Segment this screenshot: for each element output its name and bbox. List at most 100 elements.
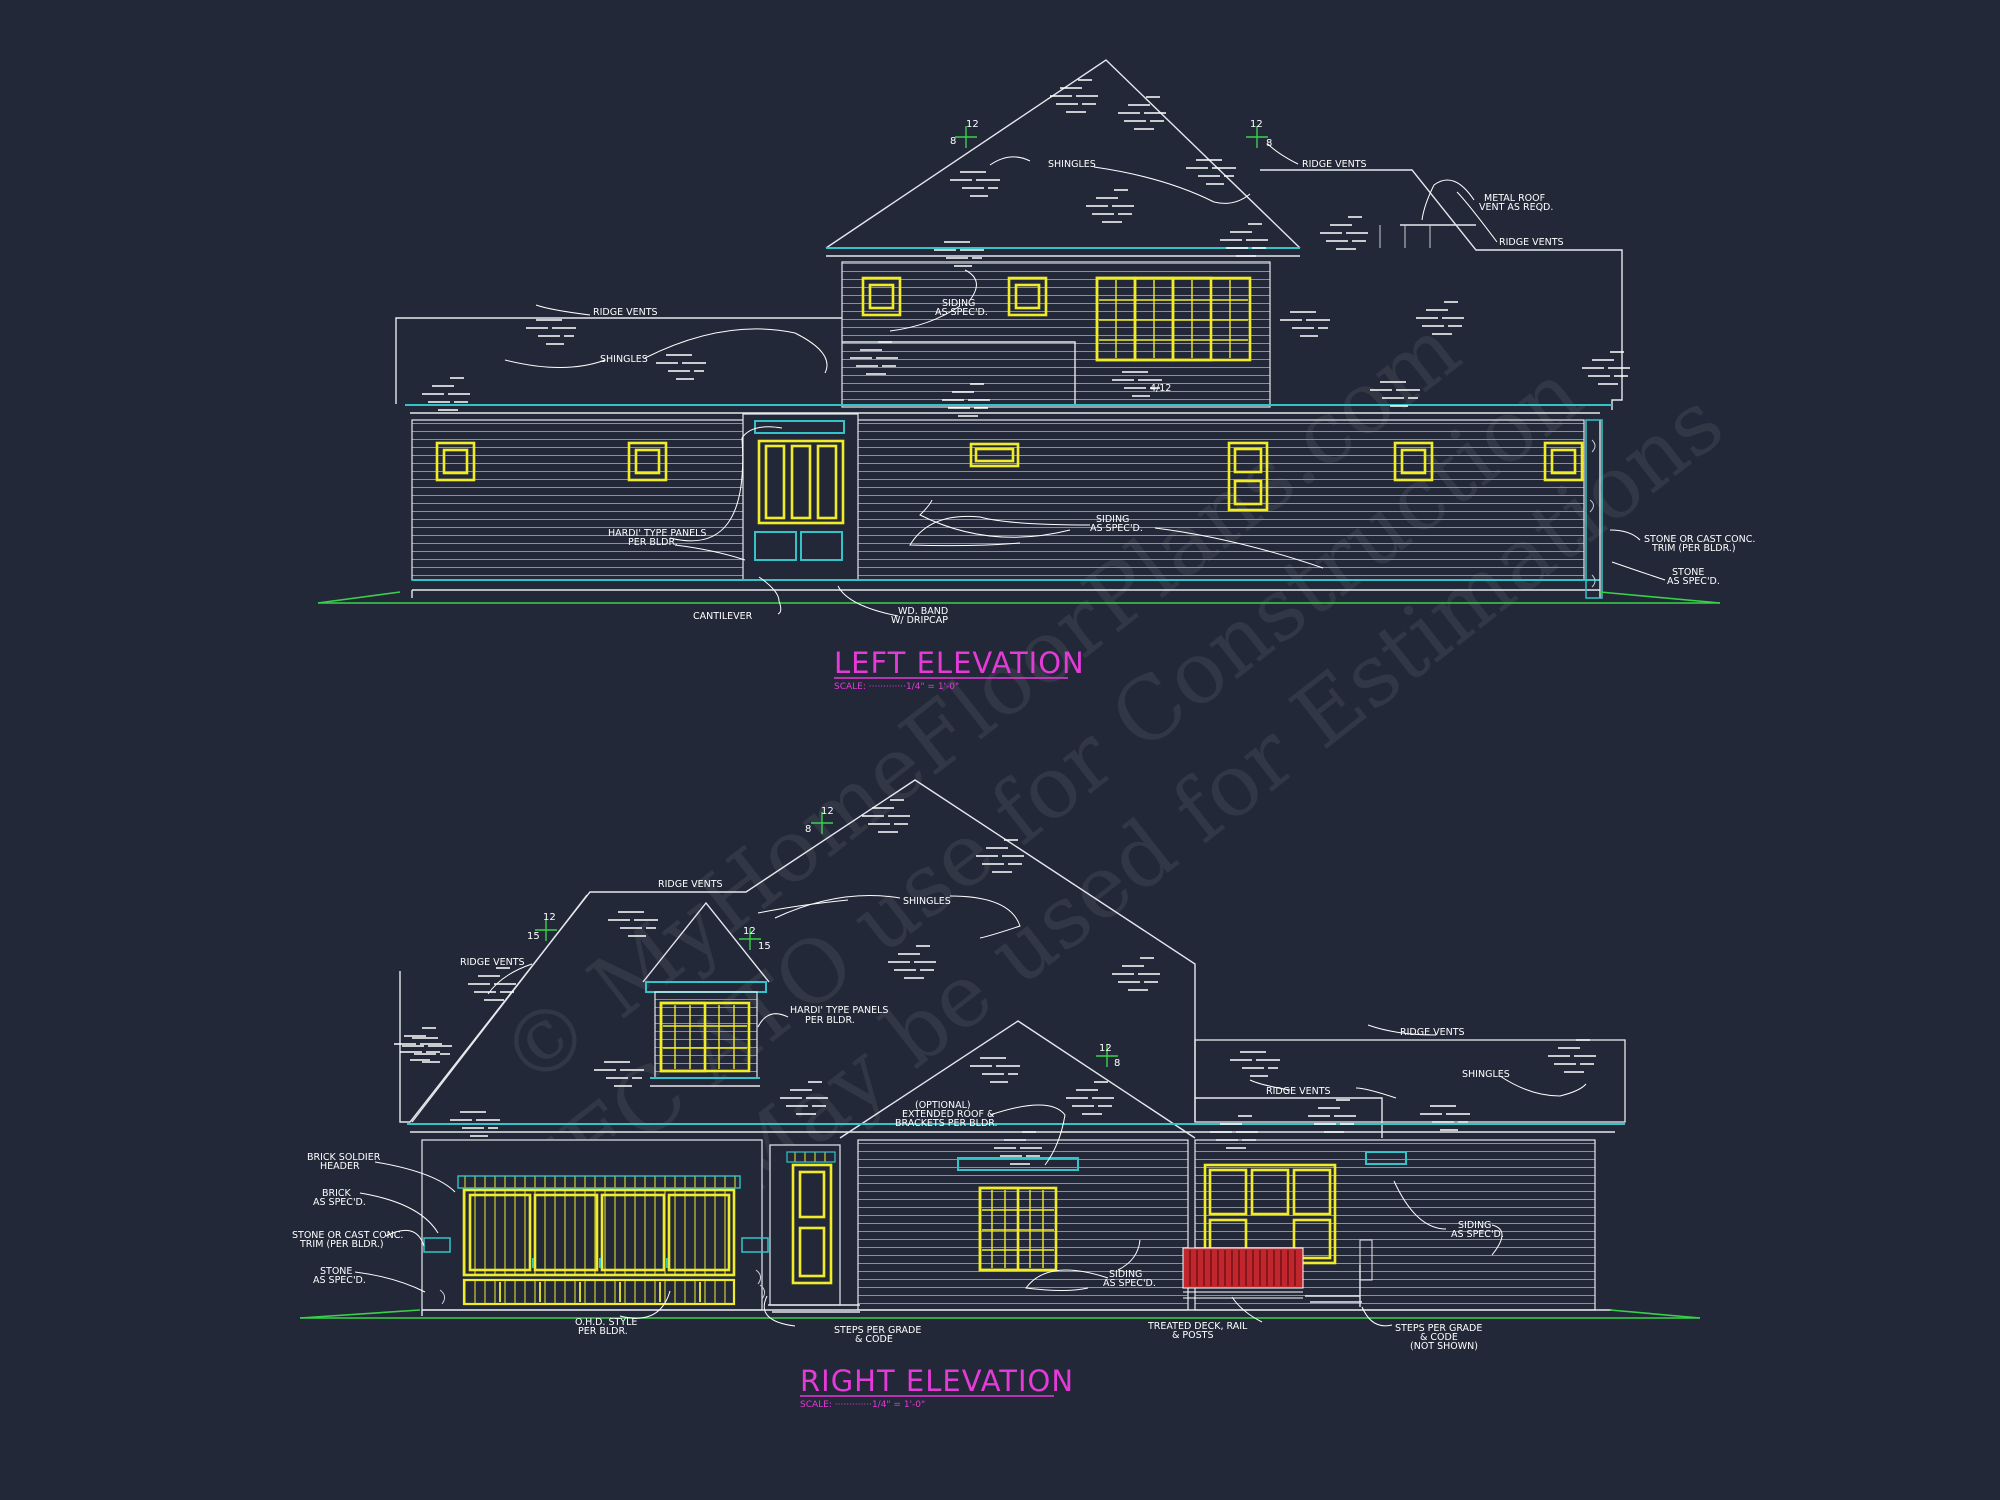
svg-text:TREATED DECK, RAIL: TREATED DECK, RAIL — [1147, 1321, 1248, 1332]
svg-text:& POSTS: & POSTS — [1172, 1330, 1214, 1341]
left-elevation-drawing: 12 8 12 8 4/12 — [317, 59, 1755, 692]
svg-text:& CODE: & CODE — [1420, 1332, 1458, 1343]
right-entry-section — [769, 1144, 841, 1306]
left-pitch-side: 12 8 — [1246, 119, 1272, 149]
right-deck-rail — [1182, 1247, 1304, 1299]
right-pitch-dormer: 12 15 — [739, 926, 771, 952]
right-middle-wall — [857, 1139, 1189, 1311]
right-entry-door — [791, 1163, 833, 1285]
left-upper-gable-roof — [825, 59, 1301, 249]
right-pitch-left: 12 15 — [527, 912, 557, 942]
right-leaders — [354, 895, 1587, 1327]
svg-text:STEPS PER GRADE: STEPS PER GRADE — [1395, 1323, 1482, 1334]
svg-text:AS SPEC'D.: AS SPEC'D. — [313, 1275, 366, 1286]
svg-text:8: 8 — [950, 136, 956, 147]
left-upper-window-1 — [861, 276, 902, 317]
svg-text:SHINGLES: SHINGLES — [600, 354, 648, 365]
svg-text:(OPTIONAL): (OPTIONAL) — [915, 1100, 971, 1111]
svg-text:12: 12 — [543, 912, 556, 923]
svg-text:15: 15 — [527, 931, 540, 942]
left-elevation-title: LEFT ELEVATION — [834, 646, 1085, 680]
right-pitch-main: 12 8 — [805, 806, 834, 835]
svg-text:BRICK: BRICK — [322, 1188, 352, 1199]
left-window-transom — [969, 442, 1020, 468]
svg-text:EXTENDED ROOF &: EXTENDED ROOF & — [902, 1109, 995, 1120]
svg-text:VENT AS REQD.: VENT AS REQD. — [1479, 202, 1553, 213]
svg-text:RIDGE VENTS: RIDGE VENTS — [1266, 1086, 1331, 1097]
svg-text:STONE: STONE — [320, 1266, 352, 1277]
right-pitch-gable: 12 8 — [1096, 1043, 1120, 1069]
left-cantilever-windows — [757, 439, 845, 525]
right-middle-window — [978, 1186, 1058, 1272]
right-main-roof — [399, 779, 1196, 1123]
svg-text:AS SPEC'D.: AS SPEC'D. — [313, 1197, 366, 1208]
svg-text:15: 15 — [758, 941, 771, 952]
svg-text:12: 12 — [743, 926, 756, 937]
svg-text:AS SPEC'D.: AS SPEC'D. — [1090, 523, 1143, 534]
right-elevation-scale: SCALE: ·············1/4" = 1'-0" — [800, 1400, 925, 1410]
svg-text:BRICK SOLDIER: BRICK SOLDIER — [307, 1152, 381, 1163]
svg-text:12: 12 — [1099, 1043, 1112, 1054]
svg-text:SIDING: SIDING — [1096, 514, 1129, 525]
left-main-wall — [411, 419, 1585, 581]
svg-text:STONE OR CAST CONC.: STONE OR CAST CONC. — [1644, 534, 1755, 545]
left-upper-window-bank — [1095, 276, 1252, 362]
right-garage-door — [462, 1188, 736, 1306]
left-upper-window-2 — [1007, 276, 1048, 317]
right-center-gable — [839, 1020, 1196, 1139]
svg-text:8: 8 — [805, 824, 811, 835]
svg-text:BRACKETS PER BLDR.: BRACKETS PER BLDR. — [895, 1118, 998, 1129]
svg-text:WD. BAND: WD. BAND — [898, 606, 948, 617]
svg-text:STEPS PER GRADE: STEPS PER GRADE — [834, 1325, 921, 1336]
svg-text:12: 12 — [966, 119, 979, 130]
svg-text:AS SPEC'D.: AS SPEC'D. — [1667, 576, 1720, 587]
left-window-1 — [435, 441, 476, 482]
right-deck-windows — [1203, 1163, 1337, 1265]
svg-text:TRIM (PER BLDR.): TRIM (PER BLDR.) — [1651, 543, 1736, 554]
left-lower-roof — [395, 317, 842, 404]
svg-text:RIDGE VENTS: RIDGE VENTS — [1302, 159, 1367, 170]
left-notes: SHINGLES RIDGE VENTS METAL ROOF VENT AS … — [593, 159, 1755, 626]
svg-text:RIDGE VENTS: RIDGE VENTS — [593, 307, 658, 318]
left-pitch-main: 12 8 — [950, 119, 979, 148]
svg-text:& CODE: & CODE — [855, 1334, 893, 1345]
left-right-roof — [1260, 169, 1623, 410]
left-pitch-low: 4/12 — [1150, 383, 1171, 394]
svg-text:STONE OR CAST CONC.: STONE OR CAST CONC. — [292, 1230, 403, 1241]
svg-text:SIDING: SIDING — [1458, 1220, 1491, 1231]
svg-text:AS SPEC'D.: AS SPEC'D. — [1103, 1278, 1156, 1289]
svg-text:SHINGLES: SHINGLES — [903, 896, 951, 907]
left-elevation-scale: SCALE: ·············1/4" = 1'-0" — [834, 682, 959, 692]
svg-text:HEADER: HEADER — [320, 1161, 360, 1172]
right-dormer-window — [659, 1001, 751, 1073]
svg-text:AS SPEC'D.: AS SPEC'D. — [1451, 1229, 1504, 1240]
left-window-6 — [1543, 441, 1584, 482]
svg-text:SHINGLES: SHINGLES — [1048, 159, 1096, 170]
svg-text:PER BLDR.: PER BLDR. — [805, 1015, 855, 1026]
left-upper-wall — [841, 261, 1271, 408]
right-garage-side-roof — [1194, 1039, 1626, 1123]
left-window-2 — [627, 441, 668, 482]
svg-text:HARDI' TYPE PANELS: HARDI' TYPE PANELS — [790, 1005, 888, 1016]
svg-text:PER BLDR.: PER BLDR. — [628, 537, 678, 548]
left-window-double-hung — [1227, 441, 1269, 512]
right-dormer-roof — [642, 901, 770, 983]
svg-text:METAL ROOF: METAL ROOF — [1484, 193, 1545, 204]
svg-text:HARDI' TYPE PANELS: HARDI' TYPE PANELS — [608, 528, 706, 539]
svg-text:(NOT SHOWN): (NOT SHOWN) — [1410, 1341, 1478, 1352]
svg-text:AS SPEC'D.: AS SPEC'D. — [935, 307, 988, 318]
right-elevation-drawing: 12 8 12 15 12 15 12 8 — [292, 779, 1701, 1410]
svg-text:12: 12 — [1250, 119, 1263, 130]
svg-text:SHINGLES: SHINGLES — [1462, 1069, 1510, 1080]
svg-text:W/ DRIPCAP: W/ DRIPCAP — [891, 615, 948, 626]
svg-text:PER BLDR.: PER BLDR. — [578, 1326, 628, 1337]
left-window-5 — [1393, 441, 1434, 482]
right-brick-soldier-header — [457, 1175, 741, 1189]
svg-text:O.H.D. STYLE: O.H.D. STYLE — [575, 1317, 637, 1328]
svg-text:SIDING: SIDING — [942, 298, 975, 309]
svg-text:12: 12 — [821, 806, 834, 817]
svg-text:8: 8 — [1114, 1058, 1120, 1069]
right-elevation-title: RIGHT ELEVATION — [800, 1364, 1074, 1398]
svg-text:SIDING: SIDING — [1109, 1269, 1142, 1280]
